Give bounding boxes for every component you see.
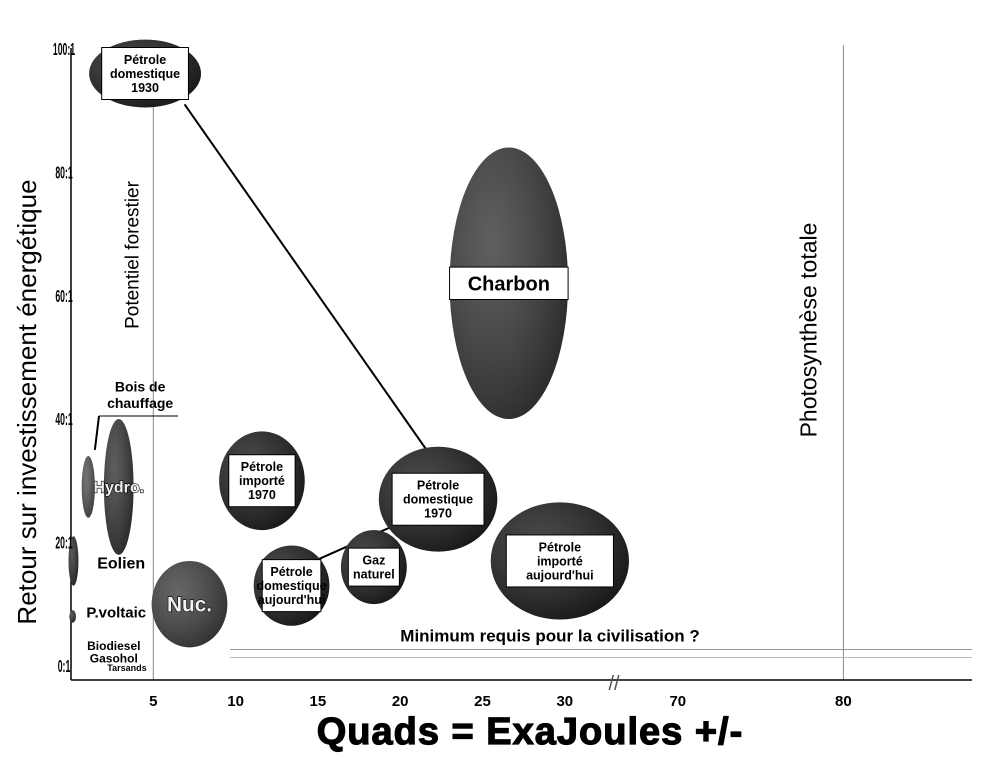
- annotation-text-tarsands-label-0: Tarsands: [107, 663, 146, 673]
- bubble-eolien-mark: [68, 536, 79, 586]
- bubble-label-nuc-0: Nuc.: [167, 593, 212, 616]
- annotation-biodiesel-label: Biodiesel: [87, 639, 140, 653]
- y-tick-label-80-1: 80:1: [55, 162, 73, 182]
- reference-label-2: Minimum requis pour la civilisation ?: [400, 626, 699, 645]
- bubble-label-petrole-domestique-1970-0: Pétrole: [417, 479, 459, 493]
- bubbles: Pétroledomestique1930CharbonUSA2005Pétro…: [68, 39, 629, 648]
- bubble-nuc: Nuc.: [151, 560, 228, 648]
- y-tick-label-20-1: 20:1: [55, 532, 73, 552]
- bubble-label-petrole-domestique-aujourdhui-1: domestique: [256, 579, 326, 593]
- bubble-label-gaz-naturel-1: naturel: [353, 567, 395, 581]
- bubble-label-petrole-domestique-1930-0: Pétrole: [124, 53, 166, 67]
- bubble-label-petrole-domestique-1970-2: 1970: [424, 507, 452, 521]
- bubble-charbon: Charbon: [449, 147, 569, 420]
- bubble-label-petrole-importe-aujourdhui-1: importé: [537, 554, 583, 568]
- annotation-text-pvoltaic-label-0: P.voltaic: [86, 605, 146, 622]
- bubble-label-box-gaz-naturel: [347, 547, 400, 587]
- annotation-text-biodiesel-label-0: Biodiesel: [87, 639, 140, 653]
- bubble-label-box-petrole-importe-1970: [228, 454, 296, 508]
- tick-labels: 510152025307080901000:120:140:160:180:11…: [53, 39, 852, 710]
- x-tick-label-10: 10: [227, 693, 244, 710]
- bubble-label-petrole-importe-aujourdhui-0: Pétrole: [539, 540, 581, 554]
- x-tick-label-25: 25: [474, 693, 491, 710]
- annotation-text-bois-de-chauffage-label-0: Bois de: [115, 378, 166, 394]
- x-tick-label-5: 5: [149, 693, 157, 710]
- y-tick-label-60-1: 60:1: [55, 285, 73, 305]
- bubble-shade-nuc: [151, 560, 228, 648]
- y-tick-label-40-1: 40:1: [55, 409, 73, 429]
- annotation-pvoltaic-label: P.voltaic: [86, 605, 146, 622]
- annotation-text-gasohol-label-0: Gasohol: [90, 652, 138, 666]
- reference-label-1: Photosynthèse totale: [795, 223, 821, 438]
- bubble-label-petrole-importe-1970-0: Pétrole: [241, 460, 283, 474]
- y-tick-label-100-1: 100:1: [53, 39, 75, 59]
- bubble-shade-eolien-mark: [68, 536, 79, 586]
- x-tick-label-30: 30: [556, 693, 573, 710]
- bubble-label-box-charbon: [449, 266, 569, 300]
- bubble-hydro: Hydro.: [93, 419, 145, 555]
- bubble-label-petrole-domestique-aujourdhui-2: aujourd'hui: [258, 593, 326, 607]
- y-tick-label-0-1: 0:1: [58, 656, 71, 676]
- connector-line-0: [183, 103, 428, 451]
- bubble-label-petrole-domestique-1930-1: domestique: [110, 67, 180, 81]
- bubble-label-petrole-importe-1970-1: importé: [239, 474, 285, 488]
- annotation-text-eolien-label-0: Eolien: [97, 555, 145, 572]
- bubble-label-petrole-importe-aujourdhui-2: aujourd'hui: [526, 568, 594, 582]
- bubble-label-box-petrole-importe-aujourdhui: [505, 534, 614, 588]
- bubble-shade-pv-mark: [69, 610, 76, 623]
- y-axis-label: Retour sur investissement énergétique: [12, 179, 42, 624]
- x-tick-label-80: 80: [835, 693, 852, 710]
- x-tick-label-20: 20: [392, 693, 409, 710]
- x-tick-label-70: 70: [669, 693, 686, 710]
- bubble-label-petrole-importe-1970-2: 1970: [248, 488, 276, 502]
- x-axis-label: Quads = ExaJoules +/-: [317, 711, 744, 753]
- bubble-pv-mark: [69, 610, 76, 623]
- reference-label-0: Potentiel forestier: [122, 180, 143, 329]
- bubble-label-hydro-0: Hydro.: [93, 480, 144, 497]
- bubble-bois-de-chauffage: [81, 456, 95, 518]
- bubble-label-box-petrole-domestique-1930: [101, 47, 189, 101]
- annotation-tarsands-label: Tarsands: [107, 663, 146, 673]
- bubble-label-petrole-domestique-aujourdhui-0: Pétrole: [270, 565, 312, 579]
- bubble-label-petrole-domestique-1970-1: domestique: [403, 493, 473, 507]
- x-axis-break: //: [608, 673, 620, 695]
- bubble-shade-hydro: [103, 419, 134, 555]
- reference-lines: Potentiel forestier Photosynthèse totaleM…: [122, 45, 972, 680]
- annotation-eolien-label: Eolien: [97, 555, 145, 572]
- bubble-label-petrole-domestique-1930-2: 1930: [131, 81, 159, 95]
- bubble-label-box-petrole-domestique-1970: [391, 472, 485, 526]
- annotation-text-bois-de-chauffage-label-1: chauffage: [107, 395, 173, 411]
- connector-line-2: [93, 415, 100, 451]
- annotation-gasohol-label: Gasohol: [90, 652, 138, 666]
- bubble-shade-bois-de-chauffage: [81, 456, 95, 518]
- bubble-label-charbon-0: Charbon: [468, 273, 550, 295]
- annotations: Bois dechauffageEolienP.voltaicBiodiesel…: [86, 378, 178, 673]
- x-tick-label-15: 15: [310, 693, 327, 710]
- bubble-label-gaz-naturel-0: Gaz: [362, 553, 385, 567]
- bubble-label-box-petrole-domestique-aujourdhui: [261, 559, 322, 613]
